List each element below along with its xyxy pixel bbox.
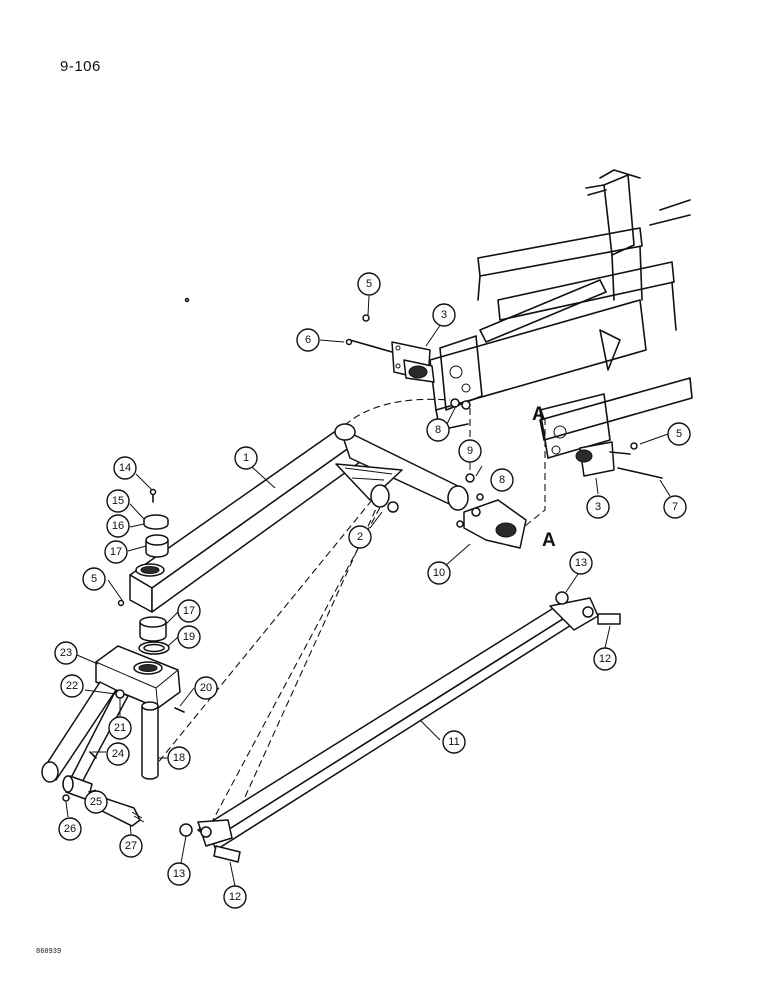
svg-text:21: 21 (114, 722, 126, 734)
svg-text:19: 19 (183, 631, 195, 643)
svg-text:22: 22 (66, 680, 78, 692)
svg-text:17: 17 (110, 546, 122, 558)
pivot-bracket (456, 499, 527, 549)
callout-bubble-13-right: 13 (569, 551, 593, 575)
callout-bubble-5-upper: 5 (357, 272, 381, 296)
callout-bubble-12-bottom: 12 (223, 885, 247, 909)
callout-bubble-20: 20 (194, 676, 218, 700)
callout-bubble-7: 7 (663, 495, 687, 519)
svg-text:20: 20 (200, 682, 212, 694)
svg-text:12: 12 (599, 653, 611, 665)
svg-text:5: 5 (366, 278, 372, 290)
svg-text:1: 1 (243, 452, 249, 464)
a-frame-arm (129, 423, 469, 613)
svg-text:3: 3 (595, 501, 601, 513)
svg-text:6: 6 (305, 334, 311, 346)
implement-frame (429, 169, 693, 459)
callout-bubble-10: 10 (427, 561, 451, 585)
svg-text:16: 16 (112, 520, 124, 532)
callout-bubble-6: 6 (296, 328, 320, 352)
svg-text:5: 5 (91, 573, 97, 585)
svg-text:13: 13 (173, 868, 185, 880)
callout-bubble-21: 21 (108, 716, 132, 740)
drawing-code: 860939 (36, 948, 62, 956)
callout-bubble-23: 23 (54, 641, 78, 665)
callout-bubble-19: 19 (177, 625, 201, 649)
svg-text:23: 23 (60, 647, 72, 659)
callout-bubble-14: 14 (113, 456, 137, 480)
callout-bubble-13-bottom: 13 (167, 862, 191, 886)
svg-text:17: 17 (183, 605, 195, 617)
small-fasteners (117, 297, 353, 607)
page-number: 9-106 (60, 58, 101, 75)
callout-bubble-8-upper: 8 (426, 418, 450, 442)
callout-bubble-9: 9 (458, 439, 482, 463)
svg-text:5: 5 (676, 428, 682, 440)
callout-leaders (65, 295, 671, 887)
mounting-bracket-upper (349, 314, 435, 383)
section-mark-a-upper: A (532, 404, 546, 425)
svg-text:2: 2 (357, 531, 363, 543)
caster-leg (41, 645, 185, 787)
callout-bubble-17-lower: 17 (177, 599, 201, 623)
callout-bubble-12-right: 12 (593, 647, 617, 671)
drawbar (179, 591, 621, 863)
callout-bubble-11: 11 (442, 730, 466, 754)
svg-text:15: 15 (112, 495, 124, 507)
callout-bubble-3-lower: 3 (586, 495, 610, 519)
callout-bubble-24: 24 (106, 742, 130, 766)
svg-text:3: 3 (441, 309, 447, 321)
section-mark-a-lower: A (542, 530, 556, 551)
mounting-bracket-lower (575, 441, 663, 479)
callout-bubble-3-upper: 3 (432, 303, 456, 327)
svg-text:13: 13 (575, 557, 587, 569)
callout-bubble-5-left: 5 (82, 567, 106, 591)
callout-bubble-15: 15 (106, 489, 130, 513)
callout-bubble-16: 16 (106, 514, 130, 538)
callout-bubble-22: 22 (60, 674, 84, 698)
svg-text:25: 25 (90, 796, 102, 808)
callout-bubble-27: 27 (119, 834, 143, 858)
callout-bubble-17-upper: 17 (104, 540, 128, 564)
svg-text:18: 18 (173, 752, 185, 764)
svg-text:10: 10 (433, 567, 445, 579)
callout-bubble-1: 1 (234, 446, 258, 470)
svg-text:11: 11 (448, 736, 459, 748)
callout-bubble-18: 18 (167, 746, 191, 770)
svg-text:7: 7 (672, 501, 678, 513)
svg-text:8: 8 (435, 424, 441, 436)
callout-bubble-26: 26 (58, 817, 82, 841)
svg-text:14: 14 (119, 462, 131, 474)
svg-text:8: 8 (499, 474, 505, 486)
svg-text:27: 27 (125, 840, 137, 852)
svg-text:12: 12 (229, 891, 241, 903)
dashed-leaders (151, 398, 546, 836)
spindle-parts (62, 701, 159, 827)
bushing-stack-upper (143, 488, 169, 558)
bushing-stack-lower (138, 616, 170, 655)
callout-bubble-2: 2 (348, 525, 372, 549)
callout-bubble-8-lower: 8 (490, 468, 514, 492)
svg-text:9: 9 (467, 445, 473, 457)
svg-text:26: 26 (64, 823, 76, 835)
callout-bubble-5-right: 5 (667, 422, 691, 446)
callout-bubble-25: 25 (84, 790, 108, 814)
svg-text:24: 24 (112, 748, 124, 760)
